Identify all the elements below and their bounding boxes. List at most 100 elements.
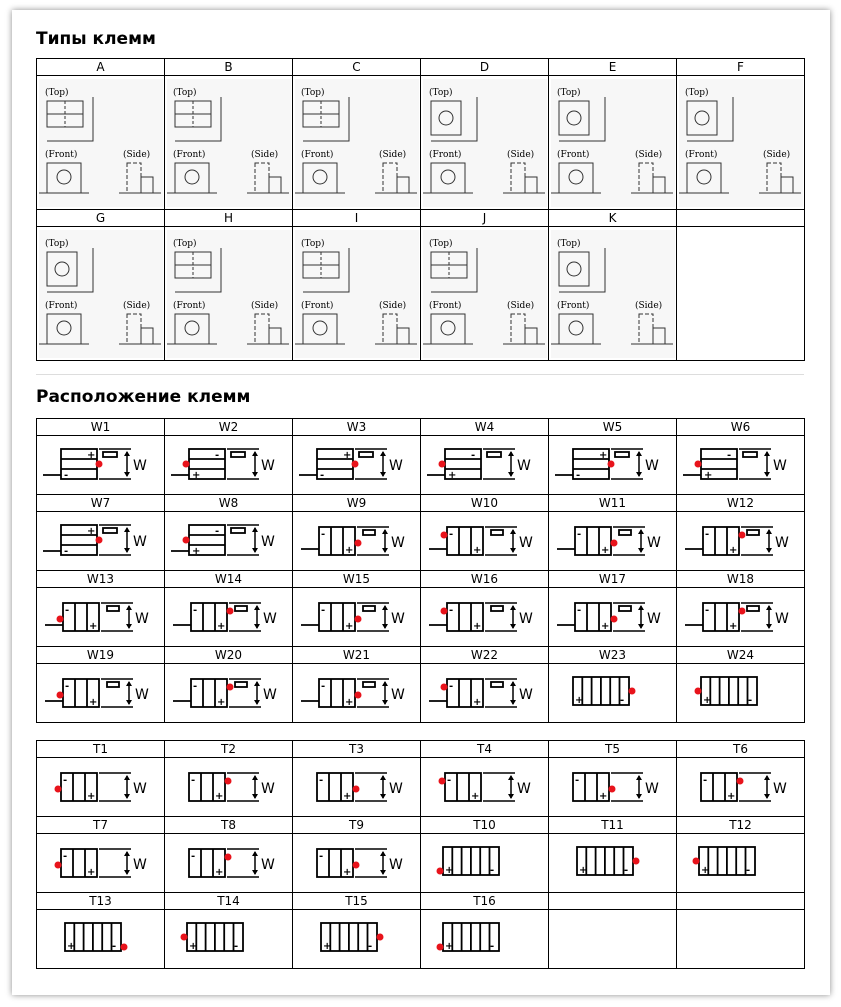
positive-terminal-marker (354, 615, 361, 623)
plus-sign: + (217, 697, 225, 708)
top-view-label: (Top) (557, 238, 581, 249)
dimension-label: W (647, 611, 661, 627)
positive-terminal-marker (632, 857, 639, 865)
t-layout-diagram-cell: -+W (548, 757, 677, 817)
t-layout-diagram-cell: -+W (36, 833, 165, 893)
terminal-type-diagram-cell: (Top)(Front)(Side) (36, 75, 165, 210)
positive-terminal-marker (628, 687, 635, 695)
dimension-arrow-icon (253, 681, 260, 705)
dimension-label: W (773, 458, 787, 474)
plus-sign: + (87, 867, 95, 878)
w-layout-diagram-cell: -+W (164, 435, 293, 495)
terminal-layout-diagram: -+W (300, 526, 405, 556)
dimension-label: W (389, 458, 403, 474)
layout-title: Расположение клемм (36, 387, 251, 407)
terminal-type-diagram-cell: (Top)(Front)(Side) (36, 226, 165, 361)
minus-sign: - (746, 865, 750, 876)
dimension-label: W (261, 781, 275, 797)
w-layout-header: W8 (164, 494, 293, 512)
w-layout-header: W6 (676, 418, 805, 436)
positive-terminal-marker (692, 857, 699, 865)
side-view-label: (Side) (763, 149, 790, 160)
plus-sign: + (87, 450, 95, 461)
terminal-layout-diagram: -+W (44, 678, 149, 708)
t-layout-header: T12 (676, 816, 805, 834)
plus-sign: + (704, 470, 712, 481)
positive-terminal-marker (95, 460, 102, 468)
terminal-layout-diagram: +- (436, 922, 500, 952)
t-layout-header: T11 (548, 816, 677, 834)
positive-terminal-marker (354, 539, 361, 547)
positive-terminal-marker (694, 460, 701, 468)
dimension-label: W (133, 458, 147, 474)
terminal-type-diagram: (Top)(Front)(Side) (166, 78, 291, 207)
minus-sign: - (321, 681, 325, 692)
plus-sign: + (601, 545, 609, 556)
w-layout-header: W23 (548, 646, 677, 664)
terminal-layout-diagram: - + W (682, 448, 787, 481)
w-layout-diagram-cell: -+W (164, 587, 293, 647)
minus-sign: - (449, 681, 453, 692)
side-view-label: (Side) (635, 300, 662, 311)
plus-sign: + (471, 791, 479, 802)
positive-terminal-marker (95, 536, 102, 544)
w-layout-diagram-cell: +-W (36, 511, 165, 571)
w-layout-header: W12 (676, 494, 805, 512)
positive-terminal-marker (226, 683, 233, 691)
front-view-label: (Front) (45, 300, 77, 311)
t-layout-diagram-cell: +- (420, 909, 549, 969)
terminal-type-diagram-cell (676, 226, 805, 361)
minus-sign: - (727, 450, 731, 461)
positive-terminal-marker (438, 777, 445, 785)
w-layout-header: W10 (420, 494, 549, 512)
w-layout-diagram-cell: - + W (676, 435, 805, 495)
minus-sign: - (577, 529, 581, 540)
plus-sign: + (215, 791, 223, 802)
top-view-label: (Top) (173, 87, 197, 98)
terminal-type-diagram: (Top)(Front)(Side) (678, 78, 803, 207)
w-layout-diagram-cell: -+W (676, 587, 805, 647)
terminal-layout-diagram: -+W (315, 848, 403, 878)
minus-sign: - (319, 775, 323, 786)
w-layout-diagram-cell: -+W (292, 663, 421, 723)
w-layout-diagram-cell: +-W (292, 435, 421, 495)
dimension-arrow-icon (125, 605, 132, 629)
w-layout-diagram-cell: -+W (420, 663, 549, 723)
plus-sign: + (192, 546, 200, 557)
positive-terminal-marker (54, 861, 61, 869)
top-view-label: (Top) (173, 238, 197, 249)
dimension-arrow-icon (381, 605, 388, 629)
positive-terminal-marker (182, 460, 189, 468)
dimension-arrow-icon (637, 605, 644, 629)
plus-sign: + (343, 450, 351, 461)
terminal-layout-diagram: -+W (54, 848, 147, 878)
dimension-label: W (519, 687, 533, 703)
terminal-layout-diagram: -+W (315, 772, 403, 802)
plus-sign: + (89, 697, 97, 708)
plus-sign: + (448, 470, 456, 481)
t-layout-diagram-cell: -+W (164, 833, 293, 893)
terminal-layout-diagram: -+W (44, 602, 149, 632)
dimension-label: W (645, 458, 659, 474)
terminal-layout-diagram: -+W (428, 602, 533, 632)
plus-sign: + (345, 697, 353, 708)
minus-sign: - (575, 775, 579, 786)
top-view-label: (Top) (429, 238, 453, 249)
terminal-layout-diagram: -+W (54, 772, 147, 802)
t-layout-header: T2 (164, 740, 293, 758)
minus-sign: - (321, 605, 325, 616)
positive-terminal-marker (738, 607, 745, 615)
plus-sign: + (599, 450, 607, 461)
w-layout-header: W19 (36, 646, 165, 664)
w-layout-header: W21 (292, 646, 421, 664)
w-layout-diagram-cell: -+W (164, 663, 293, 723)
t-layout-header: T5 (548, 740, 677, 758)
terminal-type-diagram-cell: (Top)(Front)(Side) (164, 75, 293, 210)
terminal-layout-diagram: -+W (426, 448, 531, 481)
t-layout-diagram-cell: +- (292, 909, 421, 969)
divider (36, 374, 804, 375)
dimension-label: W (773, 781, 787, 797)
dimension-arrow-icon (251, 775, 258, 799)
minus-sign: - (490, 865, 494, 876)
terminal-type-header: D (420, 58, 549, 76)
